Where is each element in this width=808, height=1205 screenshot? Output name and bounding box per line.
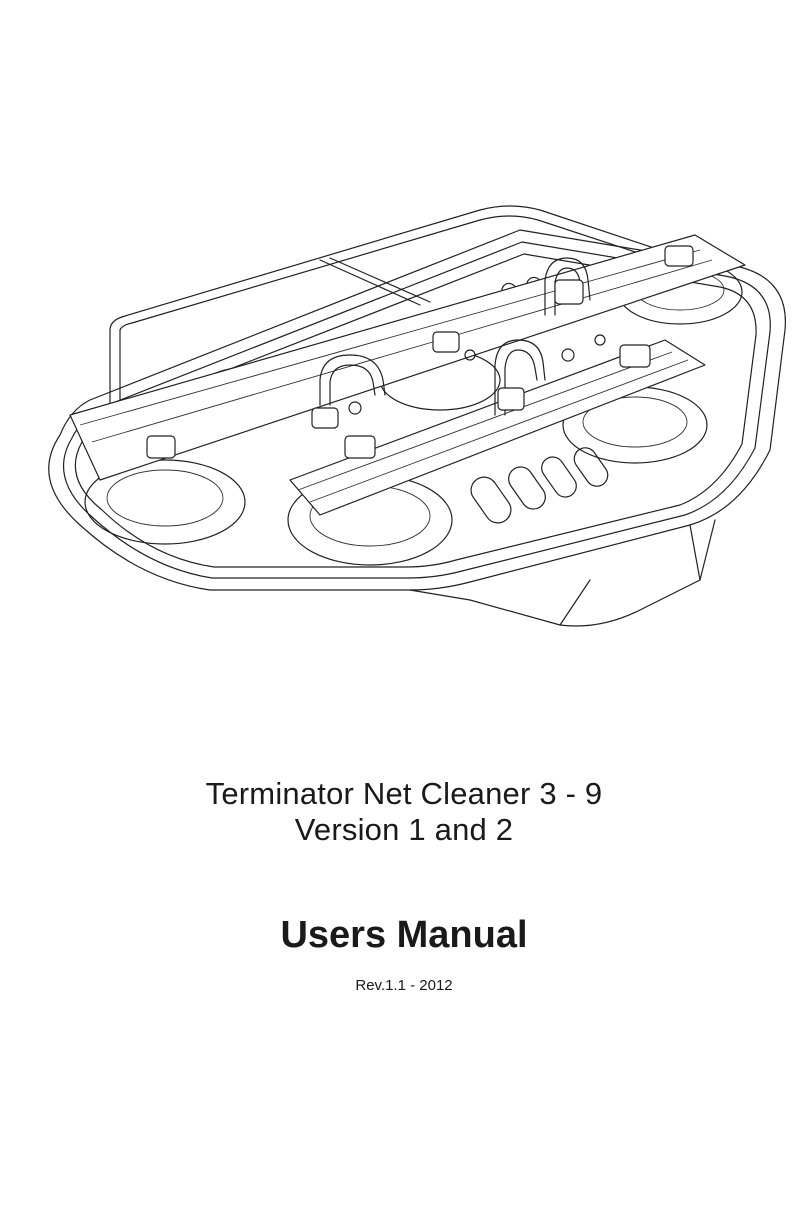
spray-bars	[69, 234, 746, 516]
version-line: Version 1 and 2	[294, 812, 514, 847]
product-name: Terminator Net Cleaner 3 - 9	[205, 776, 603, 811]
net-cleaner-illustration	[0, 180, 808, 650]
pipe-fittings	[146, 245, 694, 459]
revision-label: Rev.1.1 - 2012	[355, 977, 453, 994]
document-title: Users Manual	[280, 914, 528, 956]
